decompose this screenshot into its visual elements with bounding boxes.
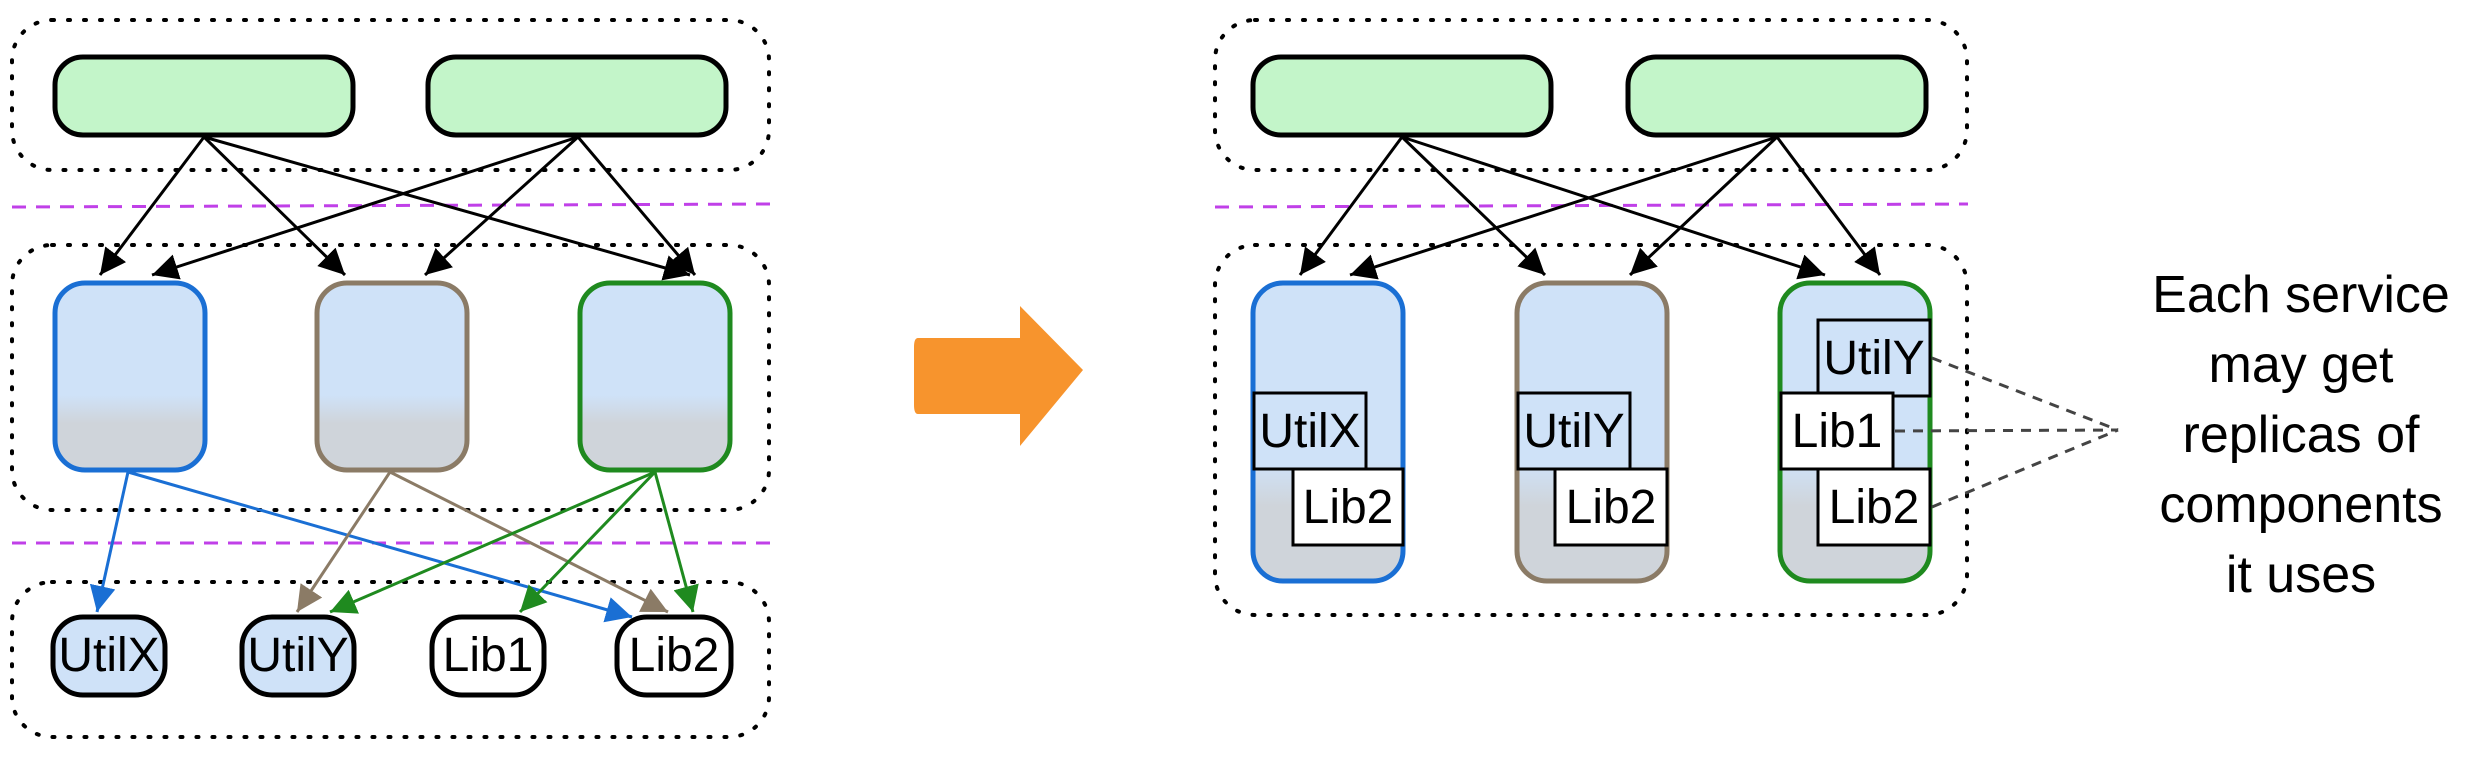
annotation-line: components bbox=[2159, 476, 2442, 534]
replica-box bbox=[1553, 467, 1669, 547]
replica-label: Lib2 bbox=[1829, 481, 1920, 534]
component-utily: UtilY bbox=[239, 614, 357, 698]
replica-label: Lib2 bbox=[1566, 481, 1657, 534]
component-label: UtilY bbox=[247, 629, 348, 682]
component-label: Lib2 bbox=[629, 629, 720, 682]
annotation: Each service may get replicas of compone… bbox=[2152, 266, 2450, 604]
top-to-service-arrows bbox=[1298, 135, 1882, 280]
service-green bbox=[577, 280, 733, 473]
service-taupe-with-replicas: UtilY Lib2 bbox=[1514, 280, 1670, 584]
replica-box bbox=[1816, 467, 1932, 547]
layer-separator bbox=[1214, 202, 1969, 209]
after-diagram: UtilX Lib2 UtilY Lib2 UtilY Lib1 Lib2 bbox=[1213, 18, 2119, 617]
top-layer-group bbox=[1213, 18, 1969, 172]
top-node bbox=[425, 54, 729, 138]
component-lib1: Lib1 bbox=[429, 614, 547, 698]
right-arrow-icon bbox=[914, 306, 1083, 446]
top-node bbox=[52, 54, 356, 138]
replica-label: Lib2 bbox=[1303, 481, 1394, 534]
service-blue-with-replicas: UtilX Lib2 bbox=[1250, 280, 1406, 584]
replica-box bbox=[1779, 391, 1895, 471]
service-green-with-replicas: UtilY Lib1 Lib2 bbox=[1777, 280, 1933, 584]
replica-box bbox=[1252, 391, 1368, 471]
callout-lines bbox=[1894, 356, 2119, 509]
component-utilx: UtilX bbox=[50, 614, 168, 698]
annotation-line: replicas of bbox=[2183, 406, 2421, 464]
replica-label: UtilX bbox=[1259, 405, 1360, 458]
replica-label: UtilY bbox=[1823, 332, 1924, 385]
component-layer-group bbox=[10, 580, 771, 739]
component-label: Lib1 bbox=[443, 629, 534, 682]
service-taupe bbox=[314, 280, 470, 473]
annotation-line: it uses bbox=[2226, 546, 2376, 604]
annotation-line: may get bbox=[2209, 336, 2395, 394]
component-label: UtilX bbox=[58, 629, 159, 682]
service-layer-group bbox=[10, 243, 771, 512]
layer-separator bbox=[11, 202, 771, 209]
replica-box bbox=[1816, 318, 1932, 398]
top-node bbox=[1250, 54, 1554, 138]
component-lib2: Lib2 bbox=[614, 614, 734, 698]
top-to-service-arrows bbox=[98, 135, 697, 281]
before-diagram: UtilX UtilY Lib1 Lib2 bbox=[10, 18, 771, 739]
service-blue bbox=[52, 280, 208, 473]
top-node bbox=[1625, 54, 1929, 138]
replica-label: Lib1 bbox=[1792, 405, 1883, 458]
replica-label: UtilY bbox=[1523, 405, 1624, 458]
replica-box bbox=[1516, 391, 1632, 471]
top-layer-group bbox=[10, 18, 771, 172]
annotation-line: Each service bbox=[2152, 266, 2450, 324]
service-to-component-arrows bbox=[89, 470, 699, 623]
replica-box bbox=[1291, 467, 1405, 547]
